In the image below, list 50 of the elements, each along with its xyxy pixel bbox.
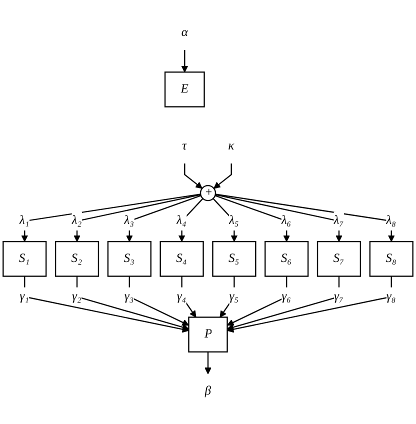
node-text: α — [181, 26, 188, 40]
edge-label: γ₅ — [229, 290, 239, 304]
node-text: κ — [228, 139, 234, 152]
edge-label: λ₆ — [281, 214, 292, 228]
node-box: P — [188, 316, 228, 352]
arrow — [184, 164, 202, 189]
arrow — [204, 352, 212, 374]
arrow — [181, 50, 188, 72]
node-box: S₅ — [212, 240, 256, 277]
node-box: S₁ — [2, 240, 47, 277]
node-box: S₆ — [264, 240, 309, 277]
node-box: S₈ — [369, 240, 414, 277]
node-text: τ — [182, 139, 187, 152]
node-box: S₄ — [160, 240, 204, 277]
edge-label: λ₂ — [72, 214, 82, 228]
arrow — [214, 195, 290, 242]
arrow — [74, 194, 201, 242]
edge-label: λ₃ — [124, 214, 134, 228]
arrow — [220, 276, 235, 318]
arrow — [226, 276, 288, 326]
node-box: S₂ — [54, 240, 100, 277]
arrow — [214, 164, 232, 189]
edge-label: γ₁ — [20, 290, 29, 304]
node-box: S₇ — [316, 240, 362, 277]
edge-label: λ₄ — [176, 214, 186, 228]
arrow — [215, 194, 395, 242]
arrow — [126, 195, 202, 242]
edge-label: λ₈ — [386, 214, 396, 228]
arrow — [215, 194, 342, 242]
arrow — [24, 276, 190, 333]
arrow — [226, 276, 392, 333]
edge-label: γ₃ — [124, 290, 134, 304]
edge-label: γ₇ — [334, 290, 344, 304]
edge-label: γ₂ — [72, 290, 82, 304]
arrow — [226, 276, 340, 331]
arrow — [128, 276, 190, 326]
edge-label: λ₅ — [228, 214, 239, 228]
edge-label: λ₁ — [19, 214, 30, 228]
arrow — [212, 198, 238, 242]
arrow — [76, 276, 190, 331]
edge-label: γ₈ — [386, 290, 396, 304]
node-text: β — [204, 384, 212, 398]
arrow — [21, 194, 201, 242]
edge-label: γ₄ — [176, 290, 186, 304]
arrow — [178, 198, 204, 242]
node-circle: + — [200, 185, 216, 202]
edge-label: λ₇ — [334, 214, 344, 228]
edge-label: γ₆ — [282, 290, 291, 304]
node-box: S₃ — [107, 240, 152, 277]
node-box: E — [164, 72, 205, 108]
